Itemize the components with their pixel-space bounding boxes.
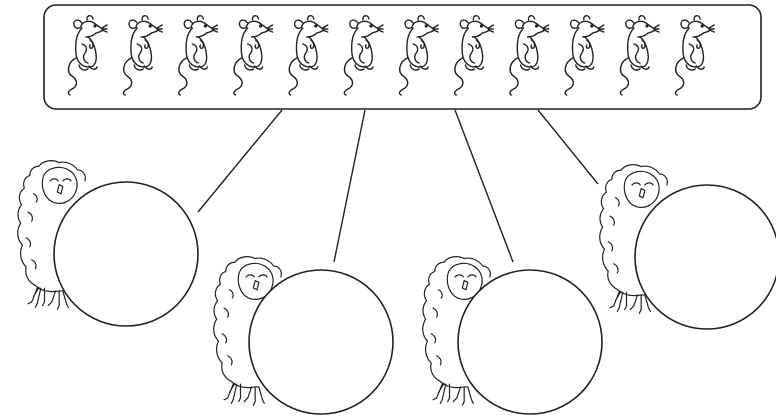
connector-line-4 (537, 109, 599, 185)
answer-circle-4[interactable] (634, 184, 776, 330)
connector-line-2 (333, 109, 366, 263)
answer-circle-1[interactable] (53, 181, 199, 327)
connector-line-3 (454, 109, 514, 263)
connector-line-1 (197, 109, 283, 213)
answer-circle-2[interactable] (248, 269, 394, 415)
mouse-box (43, 4, 762, 110)
answer-circle-3[interactable] (457, 269, 603, 415)
